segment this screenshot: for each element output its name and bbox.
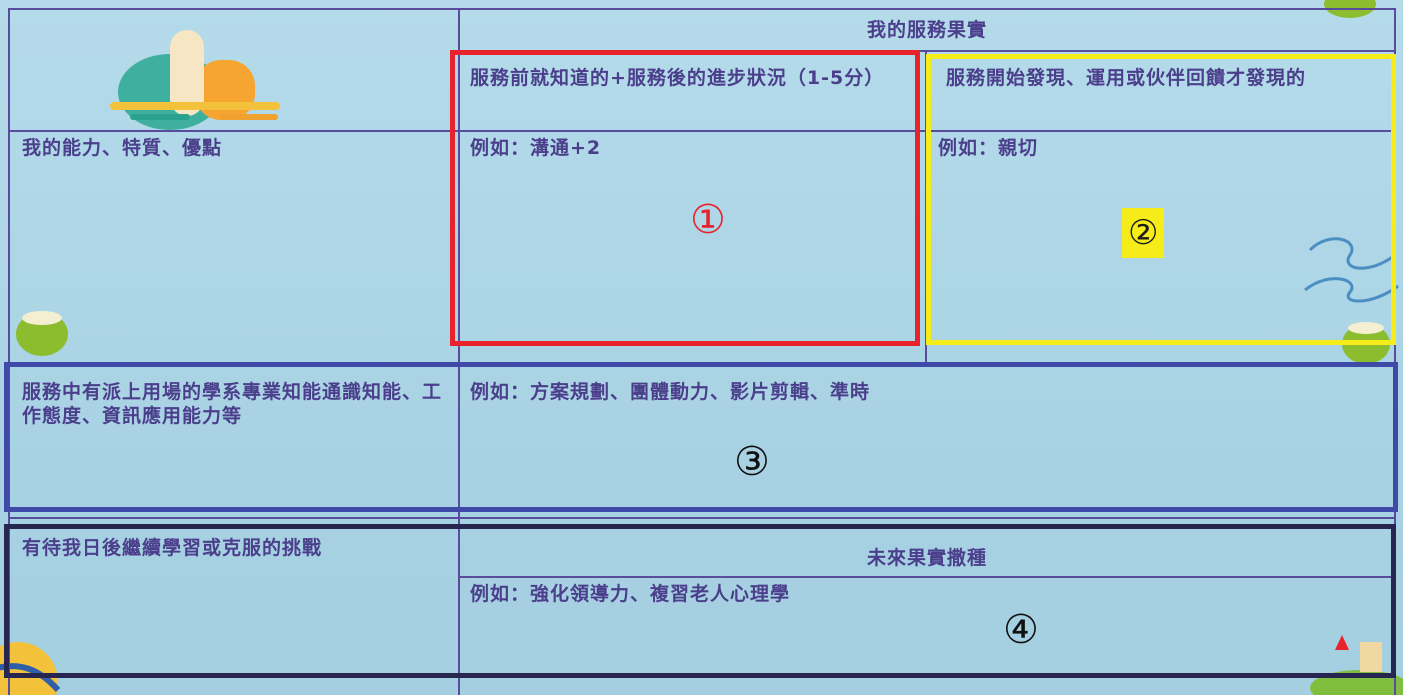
highlight-box-2 xyxy=(926,54,1396,345)
marker-3: ③ xyxy=(734,439,770,485)
character-illustration xyxy=(110,30,280,130)
future-example: 例如：強化領導力、複習老人心理學 xyxy=(470,583,791,605)
coconut-mascot-icon xyxy=(16,311,68,356)
highlight-box-1 xyxy=(450,50,920,346)
marker-2: ② xyxy=(1122,208,1165,258)
highlight-box-4 xyxy=(4,524,1396,678)
grid-line-row3 xyxy=(8,517,1395,519)
grid-line-right xyxy=(1394,8,1396,695)
challenge-label: 有待我日後繼續學習或克服的挑戰 xyxy=(22,537,323,559)
column2-example: 例如：親切 xyxy=(938,137,1039,159)
abilities-label: 我的能力、特質、優點 xyxy=(22,137,223,159)
wave-swirl-icon xyxy=(1304,237,1399,303)
knowledge-label: 服務中有派上用場的學系專業知能通識知能、工作態度、資訊應用能力等 xyxy=(22,381,443,427)
future-heading: 未來果實撒種 xyxy=(866,547,987,569)
grid-line-row1 xyxy=(8,130,1395,132)
grid-line-left xyxy=(8,8,10,695)
ball-icon xyxy=(0,642,61,695)
knowledge-example: 例如：方案規劃、團體動力、影片剪輯、準時 xyxy=(470,381,871,403)
grid-line-header xyxy=(459,50,1395,52)
marker-1: ① xyxy=(690,197,726,243)
grid-line-row4 xyxy=(459,576,1395,578)
highlight-box-3 xyxy=(4,362,1398,512)
column1-example: 例如：溝通+2 xyxy=(470,137,602,159)
grid-line-top xyxy=(8,8,1395,10)
column1-heading: 服務前就知道的+服務後的進步狀況（1-5分） xyxy=(470,67,885,89)
marker-4: ④ xyxy=(1003,607,1039,653)
column2-heading: 服務開始發現、運用或伙伴回饋才發現的 xyxy=(946,67,1307,89)
grid-line-mid xyxy=(458,8,460,695)
header-title: 我的服務果實 xyxy=(866,19,987,41)
